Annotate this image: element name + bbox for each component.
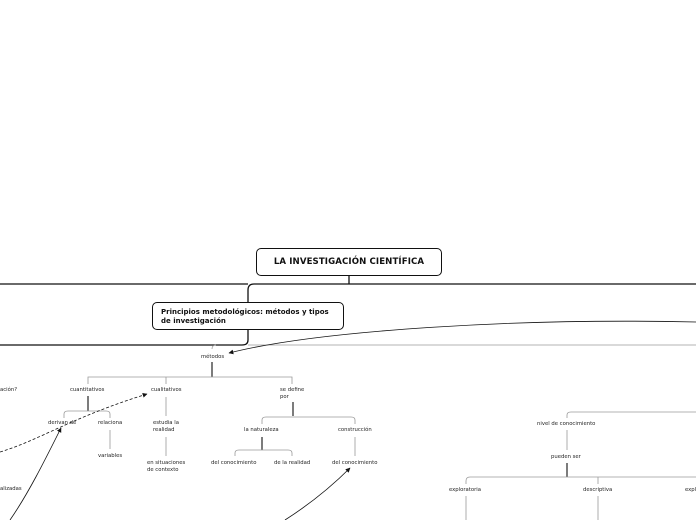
- subtitle-text: Principios metodológicos: métodos y tipo…: [161, 308, 329, 325]
- node-relaciona[interactable]: relaciona: [98, 420, 123, 426]
- node-pregunta-partial[interactable]: ación?: [0, 387, 18, 393]
- node-la-naturaleza[interactable]: la naturaleza: [244, 427, 279, 433]
- subtitle-node[interactable]: Principios metodológicos: métodos y tipo…: [152, 302, 344, 330]
- pueden-ser-bracket: [465, 476, 696, 484]
- node-nivel-de-conocimiento[interactable]: nivel de conocimiento: [537, 421, 596, 427]
- node-derivan-de[interactable]: derivan de: [48, 420, 77, 426]
- node-pueden-ser[interactable]: pueden ser: [551, 454, 581, 460]
- node-explicativa-partial[interactable]: expli: [685, 487, 696, 493]
- node-variables[interactable]: variables: [98, 453, 123, 459]
- arrow-into-metodos: [228, 320, 696, 355]
- node-se-define-por[interactable]: se define por: [280, 387, 305, 400]
- dashed-arrow-cuantitativos: [0, 392, 148, 453]
- node-metodos[interactable]: métodos: [201, 354, 225, 360]
- se-define-bracket: [261, 416, 356, 424]
- node-del-conocimiento-2[interactable]: del conocimiento: [332, 460, 378, 466]
- cuantitativos-bracket: [63, 410, 111, 418]
- title-node[interactable]: LA INVESTIGACIÓN CIENTÍFICA: [256, 248, 442, 276]
- left-bracket-bottom: [0, 330, 249, 346]
- node-cuantitativos[interactable]: cuantitativos: [70, 387, 105, 393]
- metodos-children-bracket: [87, 376, 293, 384]
- node-construccion[interactable]: construcción: [338, 427, 372, 433]
- title-text: LA INVESTIGACIÓN CIENTÍFICA: [273, 257, 425, 267]
- node-exploratoria[interactable]: exploratoria: [449, 487, 482, 493]
- trunk-to-left: [247, 283, 349, 302]
- node-estudia-la-realidad[interactable]: estudia la realidad: [153, 420, 179, 433]
- arrow-into-del-conocimiento: [284, 467, 351, 520]
- nivel-top-bracket: [566, 411, 696, 418]
- node-descriptiva[interactable]: descriptiva: [583, 487, 613, 493]
- node-en-situaciones-de-contexto[interactable]: en situaciones de contexto: [147, 460, 186, 473]
- node-realizadas-partial[interactable]: alizadas: [0, 486, 22, 492]
- arrow-into-derivan-de: [9, 427, 62, 520]
- node-cualitativos[interactable]: cualitativos: [151, 387, 182, 393]
- metodos-bracket: [211, 344, 217, 350]
- naturaleza-bracket: [234, 449, 293, 456]
- node-del-conocimiento-1[interactable]: del conocimiento: [211, 460, 257, 466]
- node-de-la-realidad[interactable]: de la realidad: [274, 460, 311, 466]
